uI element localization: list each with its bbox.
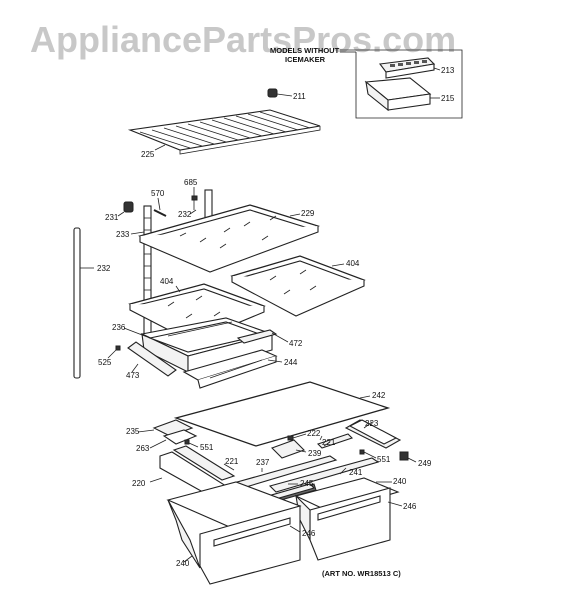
callout-240-right: 240 — [393, 477, 407, 486]
callout-242: 242 — [372, 391, 386, 400]
callout-240-left: 240 — [176, 559, 190, 568]
side-rail-232 — [73, 227, 94, 379]
callout-221-left: 221 — [225, 457, 239, 466]
screw-685 — [191, 187, 198, 210]
front-rail-221 — [172, 445, 236, 481]
wire-shelf-225 — [127, 109, 321, 155]
callout-525: 525 — [98, 358, 112, 367]
callout-235: 235 — [126, 427, 140, 436]
callout-472: 472 — [289, 339, 303, 348]
callout-473: 473 — [126, 371, 140, 380]
callout-237: 237 — [256, 458, 270, 467]
crisper-glass-cover-242 — [173, 381, 391, 447]
callout-221-mid: 221 — [322, 438, 336, 447]
watermark: AppliancePartsPros.com — [30, 19, 456, 60]
callout-551-left: 551 — [200, 443, 214, 452]
part-249-bracket — [399, 451, 417, 463]
callout-404-right: 404 — [346, 259, 360, 268]
part-231-cam — [117, 201, 134, 217]
callout-213: 213 — [441, 66, 455, 75]
callout-232-side: 232 — [97, 264, 111, 273]
cover-frame-right-223 — [344, 419, 402, 449]
ice-tray-part — [378, 57, 436, 79]
part-211-knob — [267, 88, 293, 98]
screw-570 — [153, 197, 167, 217]
ice-bin-part — [364, 77, 432, 112]
crisper-drawer-left — [166, 481, 302, 585]
callout-245: 245 — [300, 479, 314, 488]
inset-no-icemaker: MODELS WITHOUT ICEMAKER 213 215 — [270, 46, 463, 119]
callout-231: 231 — [105, 213, 119, 222]
callout-236: 236 — [112, 323, 126, 332]
callout-246-right: 246 — [403, 502, 417, 511]
callout-570: 570 — [151, 189, 165, 198]
callout-232-top: 232 — [178, 210, 192, 219]
callout-233: 233 — [116, 230, 130, 239]
callout-229: 229 — [301, 209, 315, 218]
meat-pan-assembly — [107, 317, 289, 389]
callout-222: 222 — [307, 429, 321, 438]
glass-shelf-404-right — [230, 255, 366, 317]
art-number: (ART NO. WR18513 C) — [322, 569, 401, 578]
inset-title-line1: MODELS WITHOUT — [270, 46, 340, 55]
callout-241: 241 — [349, 468, 363, 477]
callout-211: 211 — [293, 92, 306, 101]
callout-249: 249 — [418, 459, 432, 468]
crisper-drawer-right — [294, 477, 403, 561]
callout-263: 263 — [136, 444, 150, 453]
callout-246-left: 246 — [302, 529, 316, 538]
callout-244: 244 — [284, 358, 298, 367]
cover-front-241 — [268, 457, 380, 493]
callout-404-left: 404 — [160, 277, 174, 286]
callout-239: 239 — [308, 449, 322, 458]
callout-220: 220 — [132, 479, 146, 488]
cover-frame-left — [137, 419, 199, 449]
callout-215: 215 — [441, 94, 455, 103]
center-support-parts — [271, 433, 377, 459]
callout-225: 225 — [141, 150, 155, 159]
glass-shelf-229 — [138, 204, 321, 273]
callout-223: 223 — [365, 419, 379, 428]
callout-551-right: 551 — [377, 455, 391, 464]
callout-685: 685 — [184, 178, 198, 187]
inset-title-line2: ICEMAKER — [285, 55, 326, 64]
